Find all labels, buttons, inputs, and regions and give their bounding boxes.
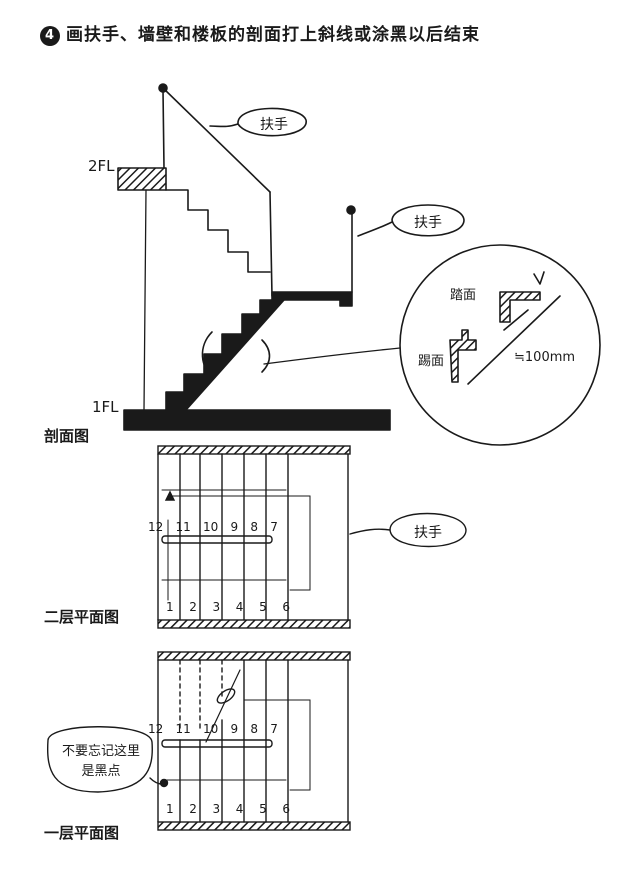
tread-number: 9 bbox=[230, 722, 239, 736]
tread-number: 1 bbox=[166, 802, 174, 816]
upper-flight-steps bbox=[165, 189, 271, 273]
detail-break-mark bbox=[533, 271, 545, 285]
handrail-callout-bubble-1 bbox=[237, 107, 307, 137]
page-title: 4 画扶手、墙壁和楼板的剖面打上斜线或涂黑以后结束 bbox=[40, 20, 480, 46]
plan-1f-dashed-treads bbox=[179, 659, 223, 731]
step-number-badge: 4 bbox=[40, 26, 60, 46]
plan-2f-bottom-numbers: 1 2 3 4 5 6 bbox=[166, 600, 290, 614]
detail-tread-label: 踏面 bbox=[450, 288, 477, 303]
handrail-post-mid bbox=[269, 191, 273, 297]
plan-2f bbox=[157, 445, 467, 629]
section-view bbox=[117, 83, 601, 446]
plan-1f-top-numbers: 12 11 10 9 8 7 bbox=[148, 722, 278, 736]
callout-2-leader bbox=[357, 221, 393, 237]
level-1fl-label: 1FL bbox=[92, 398, 119, 416]
detail-slope-line bbox=[467, 295, 561, 385]
level-2fl-label: 2FL bbox=[88, 157, 115, 175]
plan-2f-callout-text: 扶手 bbox=[414, 525, 442, 541]
arrow-arc-right bbox=[261, 339, 271, 373]
detail-leader-line bbox=[263, 347, 401, 365]
plan-1f-note-bubble bbox=[46, 726, 153, 793]
tread-number: 7 bbox=[270, 520, 278, 534]
tread-number: 11 bbox=[175, 722, 191, 736]
tread-number: 5 bbox=[259, 600, 267, 614]
plan-2f-bottom-wall bbox=[157, 619, 351, 629]
tread-number: 7 bbox=[270, 722, 278, 736]
tread-number: 6 bbox=[282, 802, 290, 816]
lower-flight-section bbox=[165, 299, 285, 411]
tread-number: 3 bbox=[212, 600, 221, 614]
detail-dim-line bbox=[503, 309, 529, 331]
landing-slab bbox=[271, 291, 353, 307]
tread-number: 10 bbox=[203, 520, 219, 534]
plan-2f-walk-line bbox=[167, 495, 311, 601]
plan-1f-handrail bbox=[161, 739, 273, 748]
plan-1f-black-dot bbox=[159, 778, 169, 788]
tread-number: 6 bbox=[282, 600, 290, 614]
plan-2f-tread-lines bbox=[179, 453, 289, 621]
plan-1f bbox=[46, 651, 351, 831]
tread-number: 4 bbox=[235, 802, 244, 816]
page-title-text: 画扶手、墙壁和楼板的剖面打上斜线或涂黑以后结束 bbox=[66, 25, 480, 45]
plan-1f-bottom-wall bbox=[157, 821, 351, 831]
plan-1f-label: 一层平面图 bbox=[44, 824, 120, 842]
callout-1-leader bbox=[209, 123, 239, 128]
tread-number: 11 bbox=[175, 520, 191, 534]
arrow-arc-left bbox=[201, 331, 215, 379]
handrail-callout-bubble-2 bbox=[391, 204, 465, 237]
left-wall-line bbox=[143, 189, 147, 411]
plan-2f-top-wall bbox=[157, 445, 351, 455]
detail-step-upper bbox=[499, 291, 541, 323]
plan-1f-note-leader bbox=[149, 777, 163, 785]
tread-number: 8 bbox=[250, 520, 259, 534]
plan-2f-handrail bbox=[161, 535, 273, 544]
upper-floor-slab bbox=[117, 167, 167, 191]
plan-1f-walk-line bbox=[243, 699, 311, 791]
plan-1f-break-line bbox=[205, 669, 241, 743]
detail-step-lower bbox=[449, 329, 477, 383]
tread-number: 12 bbox=[148, 520, 164, 534]
detail-dimension-label: ≒100mm bbox=[514, 350, 576, 365]
plan-2f-top-numbers: 12 11 10 9 8 7 bbox=[148, 520, 278, 534]
tread-number: 8 bbox=[250, 722, 259, 736]
plan-2f-callout-bubble bbox=[389, 512, 467, 548]
plan-2f-arrow-icon bbox=[164, 490, 176, 501]
tread-number: 4 bbox=[235, 600, 244, 614]
handrail-callout-text-1: 扶手 bbox=[260, 117, 288, 133]
plan-1f-note-text: 不要忘记这里是黑点 bbox=[61, 744, 140, 779]
handrail-post-upper bbox=[162, 89, 165, 169]
detail-riser-label: 踢面 bbox=[418, 354, 445, 369]
tread-number: 9 bbox=[230, 520, 239, 534]
tread-number: 5 bbox=[259, 802, 267, 816]
tread-number: 2 bbox=[189, 600, 197, 614]
tread-number: 10 bbox=[203, 722, 219, 736]
tread-number: 12 bbox=[148, 722, 164, 736]
handrail-callout-text-2: 扶手 bbox=[414, 215, 442, 231]
handrail-rail-upper bbox=[162, 87, 271, 193]
ground-slab bbox=[123, 409, 391, 431]
plan-2f-callout-leader bbox=[349, 528, 391, 535]
plan-1f-tread-lines bbox=[179, 659, 289, 823]
tread-number: 2 bbox=[189, 802, 197, 816]
plan-1f-top-wall bbox=[157, 651, 351, 661]
tread-number: 1 bbox=[166, 600, 174, 614]
detail-circle bbox=[399, 244, 601, 446]
section-view-label: 剖面图 bbox=[44, 427, 90, 445]
tread-number: 3 bbox=[212, 802, 221, 816]
handrail-end-dot-right bbox=[346, 205, 356, 215]
plan-2f-label: 二层平面图 bbox=[44, 608, 120, 626]
plan-1f-break-mark bbox=[216, 688, 236, 704]
plan-1f-bottom-numbers: 1 2 3 4 5 6 bbox=[166, 802, 290, 816]
